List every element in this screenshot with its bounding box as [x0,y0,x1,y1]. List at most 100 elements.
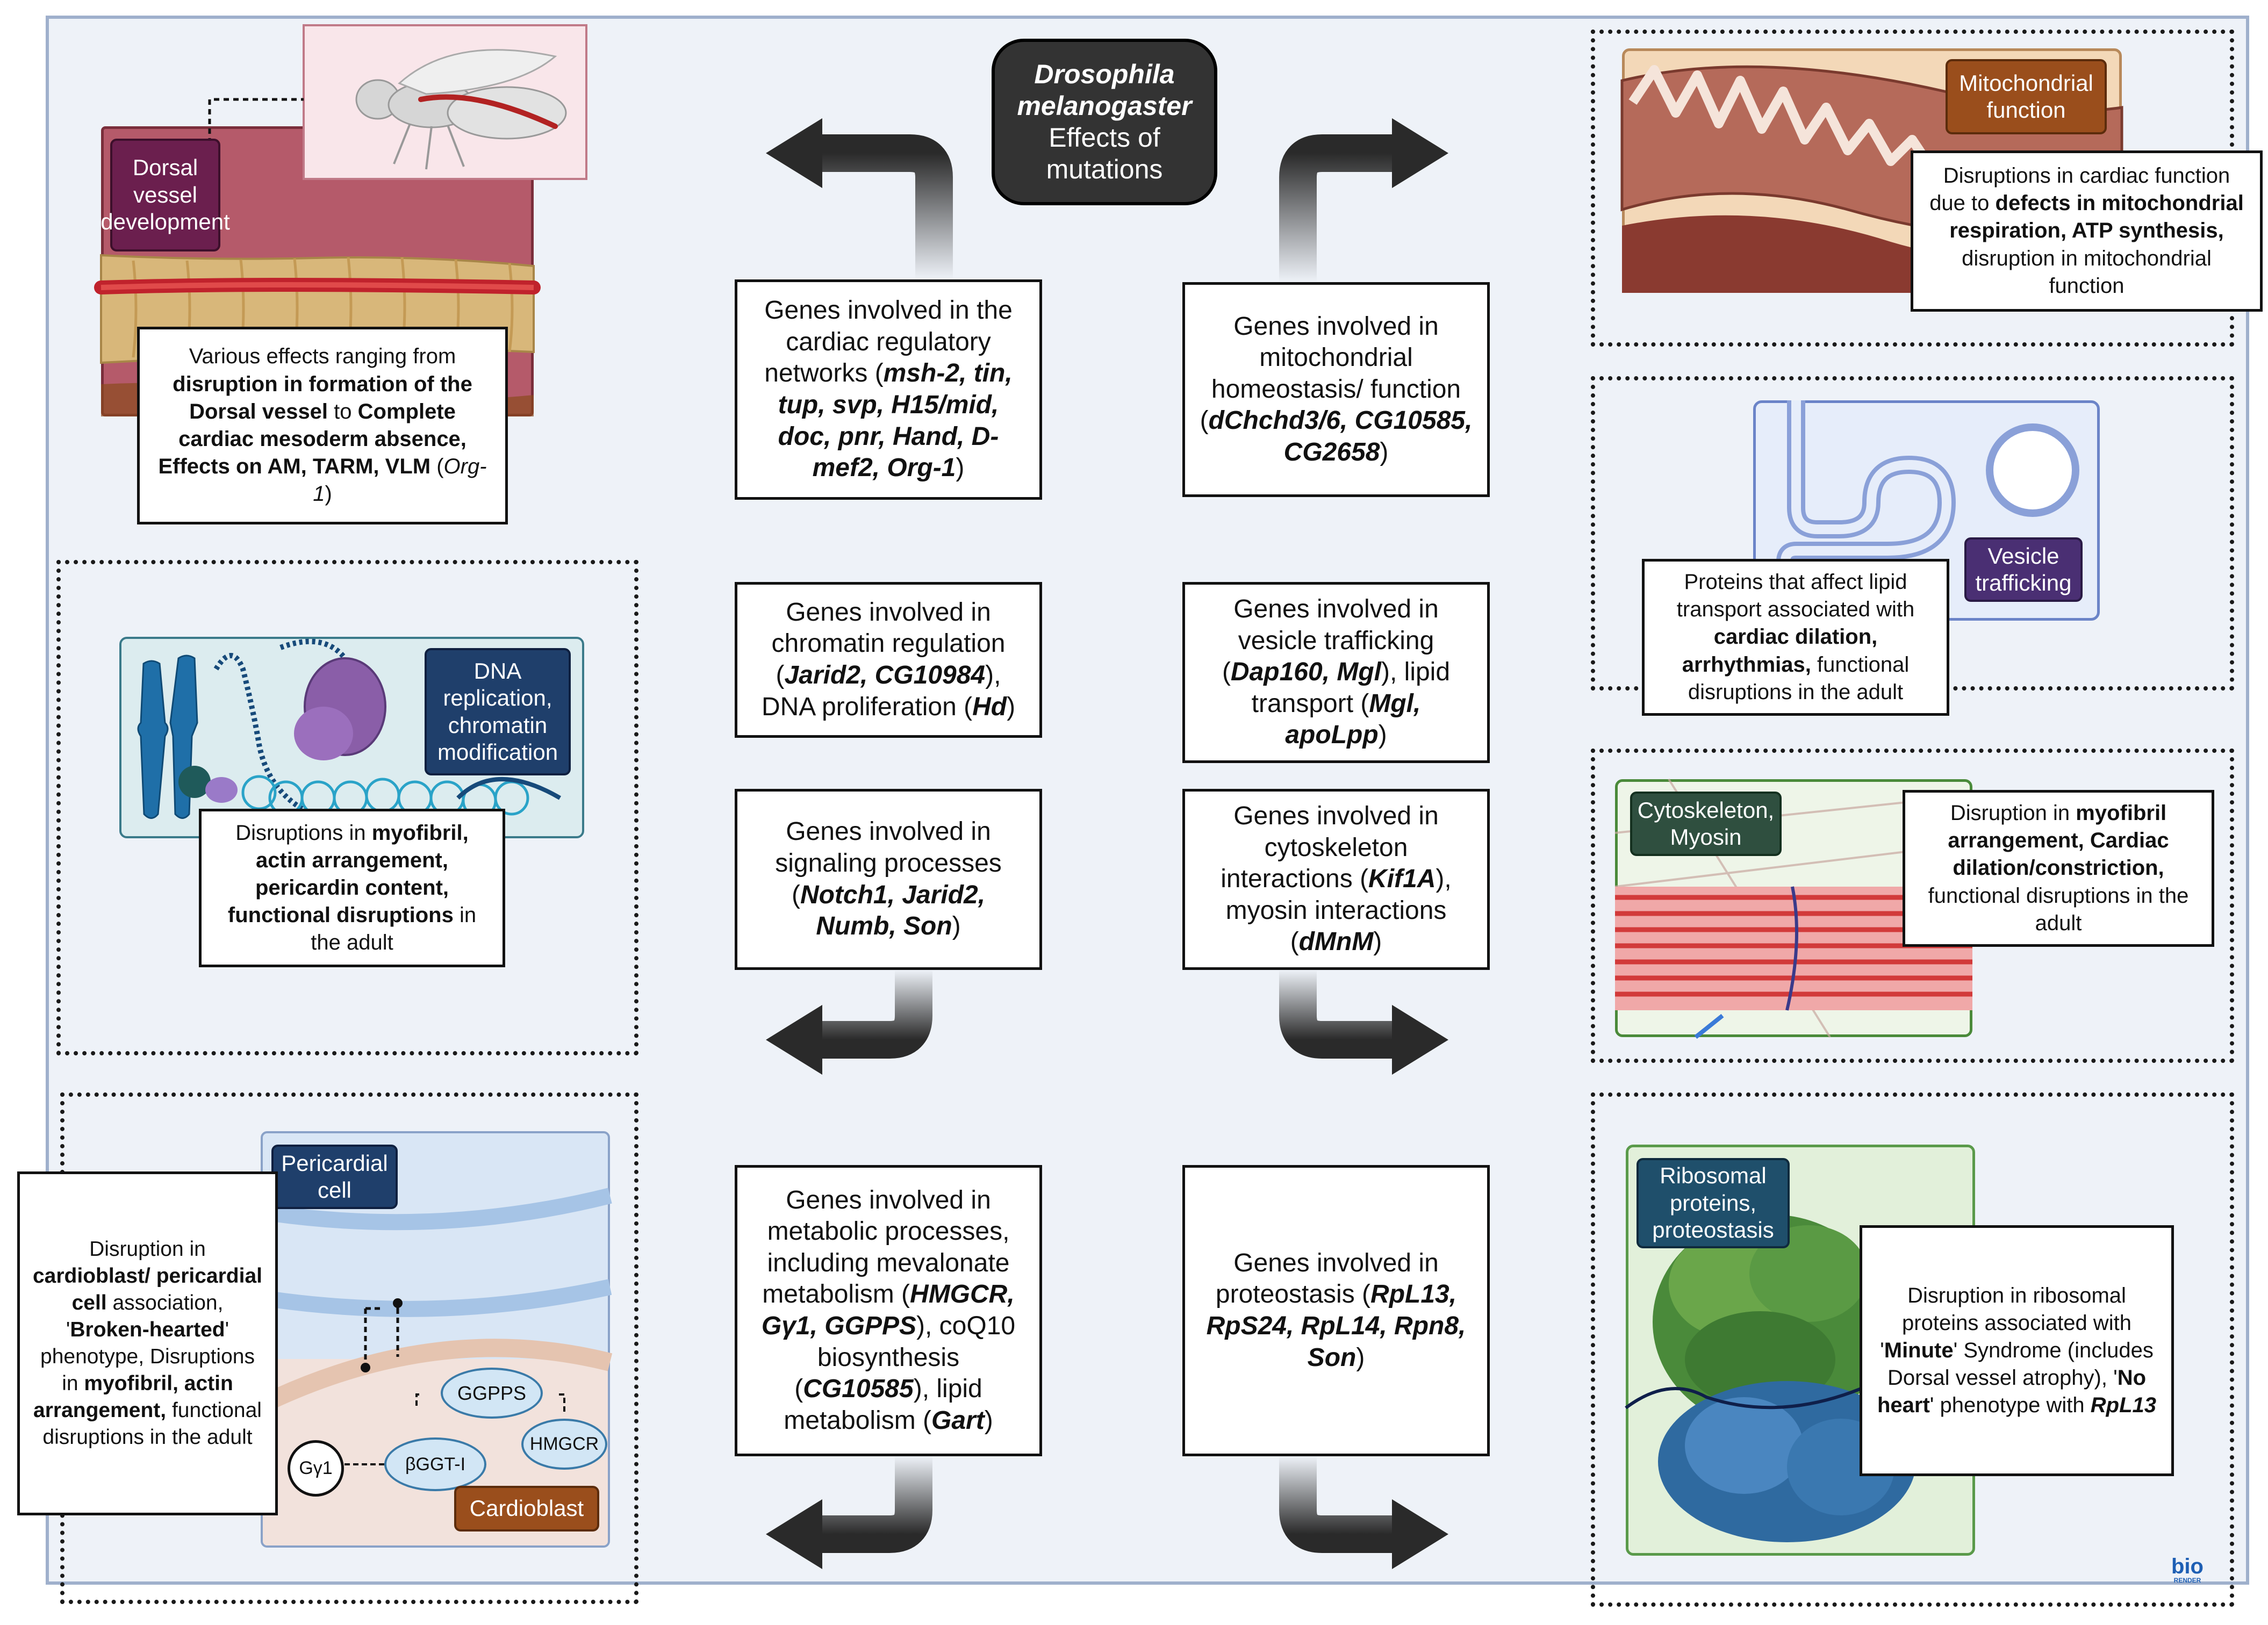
dorsal-t1: Various effects ranging from [189,344,456,369]
dna-t3: in the adult [311,903,477,955]
genes-metabolic-list2: CG10585 [803,1375,914,1404]
genes-metabolic-mid2: ), lipid metabolism ( [784,1375,982,1435]
dna-t2: myofibril, actin arrangement, pericardin… [227,821,469,927]
arrow-mid-right [1279,970,1448,1075]
genes-cardiac-box: Genes involved in the cardiac regulatory… [735,279,1042,500]
cyto-tag: Cytoskeleton, Myosin [1630,792,1782,856]
ribosome-icon [1625,1214,1976,1542]
genes-chromatin-list1: Jarid2, CG10984 [784,661,986,689]
genes-metabolic-mid1: ), coQ10 biosynthesis ( [794,1312,1016,1404]
genes-signaling-pre: Genes involved in signaling processes ( [775,817,1002,909]
cyto-t3: functional disruptions in the adult [1928,883,2189,935]
cyto-description: Disruption in myofibril arrangement, Car… [1903,790,2214,947]
genes-cardiac-post: ) [956,454,965,483]
node-bggt: βGGT-I [384,1437,486,1491]
diagram-title: Drosophila melanogaster Effects of mutat… [992,39,1217,205]
cyto-panel-border [1591,749,2234,1063]
genes-chromatin-list2: Hd [972,692,1007,721]
pericardial-t7: functional disruptions in the adult [42,1398,262,1449]
dorsal-t7: ) [325,482,332,506]
genes-proteo-box: Genes involved in proteostasis (RpL13, R… [1182,1165,1490,1456]
cardioblast-tag: Cardioblast [454,1486,599,1531]
dorsal-t5: ( [430,455,444,479]
genes-vesicle-post: ) [1378,721,1387,750]
pericardial-t5: ' phenotype, Disruptions in [40,1318,255,1395]
dna-description: Disruptions in myofibril, actin arrangem… [199,809,505,967]
genes-signaling-list: Notch1, Jarid2, Numb, Son [800,880,986,941]
genes-chromatin-mid: ), DNA proliferation ( [761,661,1001,721]
fly-icon [355,49,567,170]
ribo-t6: RpL13 [2090,1393,2156,1418]
genes-proteo-list: RpL13, RpS24, RpL14, Rpn8, Son [1206,1280,1466,1372]
genes-vesicle-list1: Dap160, Mgl [1230,658,1381,687]
genes-cardiac-pre: Genes involved in the cardiac regulatory… [764,296,1013,388]
genes-chromatin-box: Genes involved in chromatin regulation (… [735,582,1042,738]
title-line3: Effects of [1049,123,1160,153]
genes-metabolic-box: Genes involved in metabolic processes, i… [735,1165,1042,1456]
genes-proteo-post: ) [1356,1343,1365,1372]
arrow-mid-left [766,970,932,1075]
dna-tag: DNA replication, chromatin modification [425,648,571,775]
genes-cyto-box: Genes involved in cytoskeleton interacti… [1182,789,1490,970]
ribo-t4: No heart [1877,1366,2147,1418]
arrow-top-right [1279,118,1448,282]
cell-membranes [256,1188,613,1471]
genes-chromatin-post: ) [1007,692,1016,721]
logo-bio: bio [2171,1555,2204,1578]
title-line4: mutations [1046,154,1163,184]
dna-panel-border [56,560,638,1055]
ribo-tag: Ribosomal proteins, proteostasis [1637,1158,1790,1248]
title-line1: Drosophila [1034,59,1175,89]
pericardial-t2: cardioblast/ pericardial cell [32,1264,262,1315]
vesicle-tag: Vesicle trafficking [1964,537,2083,602]
genes-vesicle-pre: Genes involved in vesicle trafficking ( [1222,595,1439,687]
genes-vesicle-box: Genes involved in vesicle trafficking (D… [1182,582,1490,763]
ribo-t5: ' phenotype with [1929,1393,2091,1418]
genes-mito-post: ) [1380,437,1389,466]
genes-metabolic-post: ) [984,1406,993,1435]
vesicle-t3: functional disruptions in the adult [1688,652,1910,704]
genes-mito-pre: Genes involved in mitochondrial homeosta… [1200,312,1461,435]
node-ggpps: GGPPS [441,1368,543,1419]
genes-signaling-box: Genes involved in signaling processes (N… [735,789,1042,970]
vesicle-t1: Proteins that affect lipid transport ass… [1676,570,1915,622]
genes-proteo-pre: Genes involved in proteostasis ( [1215,1248,1439,1309]
genes-chromatin-pre: Genes involved in chromatin regulation ( [771,598,1006,689]
mito-t1: Disruptions in cardiac function due to [1929,164,2230,215]
ribo-t1: Disruption in ribosomal proteins associa… [1880,1283,2131,1362]
cyto-t2: myofibril arrangement, Cardiac dilation/… [1948,801,2169,880]
genes-vesicle-list2: Mgl, apoLpp [1285,689,1421,750]
dna-t1: Disruptions in [235,821,372,845]
mito-t2: defects in mitochondrial respiration, AT… [1949,191,2244,243]
dorsal-tag: Dorsal vessel development [101,139,230,251]
vesicle-description: Proteins that affect lipid transport ass… [1642,559,1949,716]
dorsal-t3: to [328,399,358,423]
genes-signaling-post: ) [952,912,961,941]
node-gy1: Gγ1 [288,1440,344,1497]
node-hmgcr: HMGCR [521,1419,607,1470]
genes-cyto-post: ) [1373,927,1382,957]
genes-vesicle-mid: ), lipid transport ( [1251,658,1451,718]
dorsal-t4: Complete cardiac mesoderm absence, Effec… [158,399,466,479]
genes-metabolic-pre: Genes involved in metabolic processes, i… [762,1185,1010,1309]
genes-cyto-pre: Genes involved in cytoskeleton interacti… [1221,802,1439,894]
ribo-t2: Minute [1884,1338,1954,1362]
ribo-panel-border [1591,1092,2234,1607]
genes-cyto-list1: Kif1A [1368,865,1436,894]
logo-render: RENDER [2173,1577,2201,1584]
pericardial-t1: Disruption in [89,1238,206,1261]
vesicle-icon [1776,400,2079,621]
genes-cyto-list2: dMnM [1298,927,1374,957]
pericardial-t6: myofibril, actin arrangement, [33,1371,233,1422]
genes-metabolic-list1: HMGCR, Gγ1, GGPPS [761,1280,1015,1340]
vesicle-t2: cardiac dilation, arrhythmias, [1682,625,1878,677]
dorsal-description: Various effects ranging from disruption … [137,327,508,524]
mito-description: Disruptions in cardiac function due to d… [1911,150,2263,312]
pericardial-t4: Broken-hearted [70,1318,225,1342]
mito-t3: disruption in mitochondrial function [1962,246,2212,298]
genes-metabolic-list3: Gart [931,1406,985,1435]
title-line2: melanogaster [1017,91,1192,121]
pericardial-tag: Pericardial cell [271,1145,398,1209]
pericardial-description: Disruption in cardioblast/ pericardial c… [17,1171,278,1515]
